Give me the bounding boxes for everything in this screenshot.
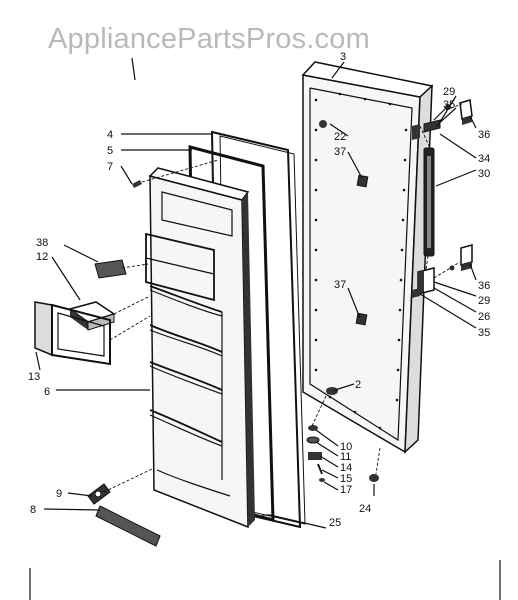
callout-35-upper: 35 [443, 99, 455, 111]
upper-hinge-parts [412, 99, 473, 140]
callout-26: 26 [478, 311, 490, 323]
leader-lines [35, 61, 477, 529]
callout-25: 25 [329, 517, 341, 529]
callout-17: 17 [340, 484, 352, 496]
callout-37-upper: 37 [334, 146, 346, 158]
callout-29-lower: 29 [478, 295, 490, 307]
callout-9: 9 [56, 488, 62, 500]
watermark-text: AppliancePartsPros.com [48, 23, 370, 55]
callout-labels: 3 4 5 7 38 12 13 6 9 8 25 22 37 37 2 10 … [28, 51, 490, 529]
dispenser-door [34, 301, 111, 366]
lower-hinge-parts [412, 244, 473, 298]
callout-10: 10 [340, 441, 352, 453]
callout-7: 7 [107, 161, 113, 173]
callout-24: 24 [359, 503, 371, 515]
callout-6: 6 [44, 386, 50, 398]
callout-3: 3 [340, 51, 346, 63]
label-plate [94, 259, 127, 279]
callout-36-lower: 36 [478, 280, 490, 292]
callout-14: 14 [340, 462, 352, 474]
outer-door-panel [301, 61, 434, 454]
callout-29-upper: 29 [443, 86, 455, 98]
callout-37-lower: 37 [334, 279, 346, 291]
assembly-lines [103, 103, 463, 493]
callout-34: 34 [478, 153, 490, 165]
callout-35-lower: 35 [478, 327, 490, 339]
callout-22: 22 [334, 131, 346, 143]
lower-hinge [87, 483, 111, 505]
callout-15: 15 [340, 473, 352, 485]
callout-13: 13 [28, 371, 40, 383]
callout-12: 12 [36, 251, 48, 263]
inner-door-liner [145, 167, 255, 529]
small-hardware [132, 180, 379, 482]
callout-11: 11 [340, 451, 351, 463]
callout-4: 4 [107, 129, 113, 141]
scan-mark [131, 57, 136, 81]
callout-38: 38 [36, 237, 48, 249]
callout-30: 30 [478, 168, 490, 180]
callout-5: 5 [107, 145, 113, 157]
callout-8: 8 [30, 504, 36, 516]
callout-2: 2 [355, 379, 361, 391]
door-rod [423, 147, 435, 257]
callout-36-upper: 36 [478, 129, 490, 141]
door-handle-bar [95, 505, 161, 547]
